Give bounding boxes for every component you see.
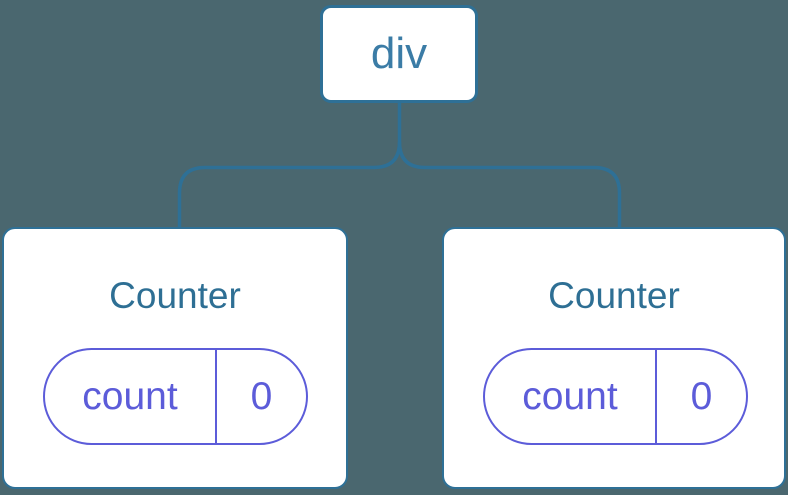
component-title: Counter	[109, 275, 241, 316]
state-key: count	[485, 350, 657, 443]
state-pill: count 0	[43, 348, 308, 445]
counter-card-left: Counter count 0	[2, 227, 348, 489]
root-node: div	[320, 5, 478, 103]
connector-left-branch	[177, 141, 402, 229]
state-pill: count 0	[483, 348, 748, 445]
root-node-label: div	[370, 29, 428, 78]
component-title: Counter	[548, 275, 680, 316]
state-key: count	[45, 350, 217, 443]
state-value: 0	[690, 374, 713, 418]
state-value: 0	[250, 374, 273, 418]
connector-right-branch	[397, 141, 622, 229]
counter-card-right: Counter count 0	[442, 227, 786, 489]
